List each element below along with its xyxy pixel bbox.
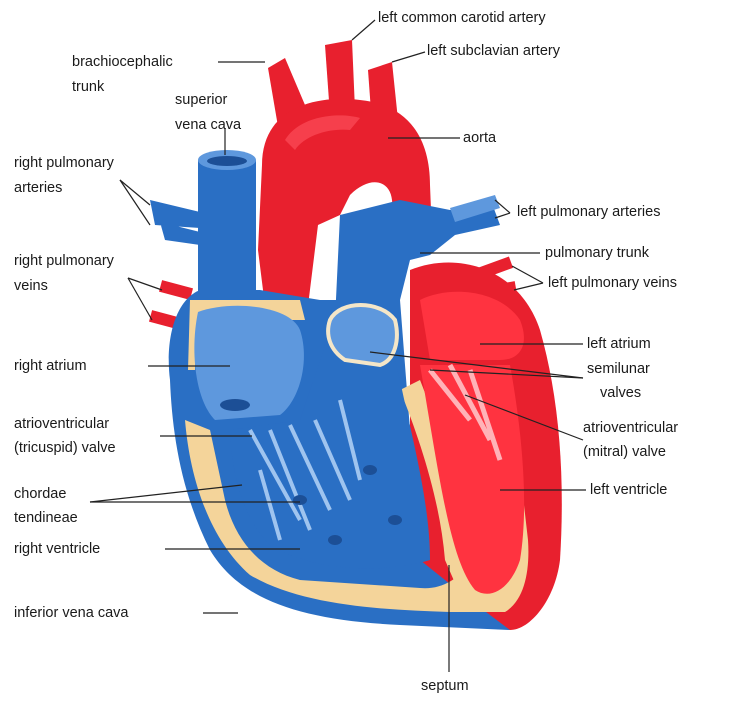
- pulmonary-valve: [326, 303, 399, 368]
- left-atrium-chamber: [420, 291, 524, 360]
- label-semilunar-1: semilunar: [587, 361, 650, 377]
- right-pulmonary-arteries-shape: [150, 200, 200, 245]
- svc-group: [198, 150, 256, 300]
- aorta-highlight: [285, 115, 360, 150]
- right-pulmonary-vein-upper: [158, 280, 194, 300]
- mitral-valve: [428, 363, 503, 461]
- label-right-pulm-art-2: arteries: [14, 180, 63, 196]
- label-right-ventricle: right ventricle: [14, 541, 101, 557]
- label-brachiocephalic-1: brachiocephalic: [72, 54, 173, 70]
- label-aorta: aorta: [463, 130, 497, 146]
- aorta-arch-shape: [258, 98, 432, 330]
- label-svc-2: vena cava: [175, 117, 242, 133]
- label-av-mitral-2: (mitral) valve: [583, 444, 666, 460]
- label-chordae-2: tendineae: [14, 510, 78, 526]
- label-pulmonary-trunk: pulmonary trunk: [545, 245, 649, 261]
- left-pulmonary-arteries-shape: [450, 195, 500, 222]
- leader-lines: [89, 19, 586, 672]
- label-av-tricuspid-1: atrioventricular: [14, 416, 110, 432]
- label-right-pulm-veins-1: right pulmonary: [14, 253, 114, 269]
- label-left-pulm-veins: left pulmonary veins: [548, 275, 677, 291]
- chordae-shape: [248, 399, 362, 541]
- label-left-subclavian: left subclavian artery: [427, 43, 560, 59]
- label-svc-1: superior: [175, 92, 228, 108]
- right-ventricle-chamber: [230, 330, 430, 569]
- label-semilunar-2: valves: [600, 385, 642, 401]
- label-chordae-1: chordae: [14, 486, 67, 502]
- label-av-mitral-1: atrioventricular: [583, 420, 679, 436]
- right-atrium-chamber: [194, 305, 304, 420]
- label-left-ventricle: left ventricle: [590, 482, 668, 498]
- aorta-group: [258, 40, 432, 330]
- left-ventricle-chamber: [420, 365, 525, 594]
- pulmonary-trunk-shape: [335, 198, 500, 320]
- label-right-atrium: right atrium: [14, 358, 87, 374]
- label-left-atrium: left atrium: [587, 336, 651, 352]
- svc-shape: [198, 160, 256, 300]
- label-left-pulm-art: left pulmonary arteries: [517, 204, 661, 220]
- myocardium-wall: [185, 420, 529, 612]
- label-ivc: inferior vena cava: [14, 605, 129, 621]
- label-left-common-carotid: left common carotid artery: [378, 10, 546, 26]
- label-brachiocephalic-2: trunk: [72, 79, 105, 95]
- label-septum: septum: [421, 678, 469, 694]
- label-av-tricuspid-2: (tricuspid) valve: [14, 440, 116, 456]
- label-right-pulm-veins-2: veins: [14, 278, 48, 294]
- label-right-pulm-art-1: right pulmonary: [14, 155, 114, 171]
- left-common-carotid-shape: [325, 40, 355, 115]
